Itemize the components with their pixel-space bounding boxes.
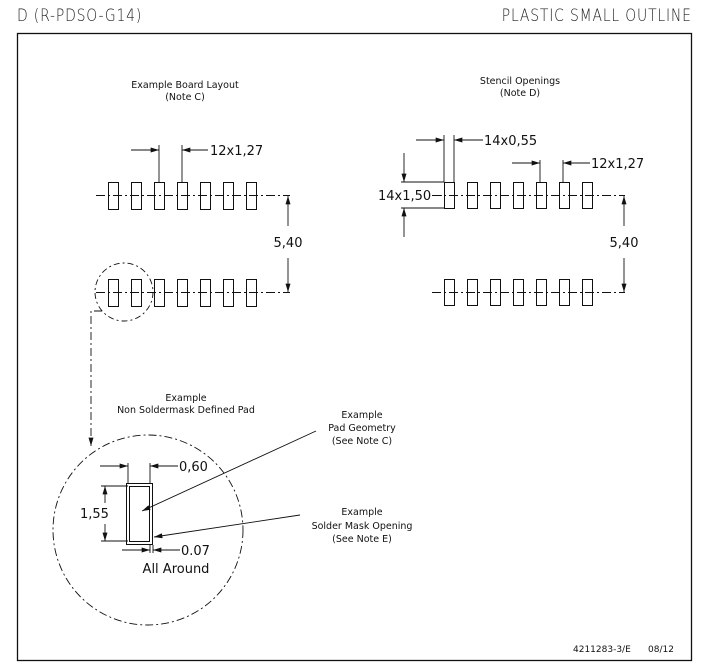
clearance-dim: 0.07 <box>181 544 210 559</box>
pad-callout-line2: Pad Geometry <box>328 423 396 434</box>
board-pad-top-7 <box>246 182 257 210</box>
pad-geometry <box>129 486 150 542</box>
package-code-title: D (R-PDSO-G14) <box>17 6 143 26</box>
board-row-spacing-dim: 5,40 <box>274 236 303 251</box>
board-layout-title: Example Board Layout <box>131 80 239 91</box>
solder-mask-opening <box>126 483 153 545</box>
solder-mask-leader <box>153 514 301 539</box>
clearance-note: All Around <box>143 562 210 577</box>
package-type-title: PLASTIC SMALL OUTLINE <box>501 6 692 26</box>
board-pad-bottom-3 <box>154 279 165 307</box>
board-pad-bottom-2 <box>131 279 142 307</box>
detail-leader-line <box>88 310 102 446</box>
pad-callout-line3: (See Note C) <box>332 436 392 447</box>
pad-detail-title-line1: Example <box>165 393 206 404</box>
drawing-date: 08/12 <box>648 645 674 655</box>
stencil-pad-array <box>444 182 593 306</box>
drawing-number: 4211283-3/E <box>573 645 631 655</box>
board-pad-bottom-4 <box>177 279 188 307</box>
board-pad-bottom-5 <box>200 279 211 307</box>
pad-callout-line1: Example <box>341 410 382 421</box>
pad-width-dim: 0,60 <box>179 460 208 475</box>
board-pad-top-3 <box>154 182 165 210</box>
pad-detail-circle <box>52 434 244 626</box>
detail-reference-circle <box>94 262 154 322</box>
mask-callout-line1: Example <box>341 507 382 518</box>
stencil-note: (Note D) <box>500 88 540 99</box>
board-pad-top-5 <box>200 182 211 210</box>
board-layout-note: (Note C) <box>165 92 205 103</box>
stencil-pitch-dim: 12x1,27 <box>591 157 644 172</box>
pad-geometry-leader <box>141 430 317 512</box>
drawing-frame <box>16 32 693 662</box>
pad-detail-title-line2: Non Soldermask Defined Pad <box>117 405 255 416</box>
mask-callout-line2: Solder Mask Opening <box>312 521 413 532</box>
board-pitch-dim: 12x1,27 <box>210 144 263 159</box>
stencil-width-dim: 14x0,55 <box>484 134 537 149</box>
board-pad-bottom-7 <box>246 279 257 307</box>
board-pad-top-6 <box>223 182 234 210</box>
stencil-title: Stencil Openings <box>480 76 560 87</box>
stencil-row-spacing-dim: 5,40 <box>610 236 639 251</box>
board-pad-array <box>108 182 257 307</box>
board-pad-top-1 <box>108 182 119 210</box>
board-pad-bottom-1 <box>108 279 119 307</box>
mask-callout-line3: (See Note E) <box>332 534 392 545</box>
board-pad-top-2 <box>131 182 142 210</box>
stencil-length-dim: 14x1,50 <box>378 189 431 204</box>
board-pad-top-4 <box>177 182 188 210</box>
pad-length-dim: 1,55 <box>80 507 109 522</box>
board-pad-bottom-6 <box>223 279 234 307</box>
